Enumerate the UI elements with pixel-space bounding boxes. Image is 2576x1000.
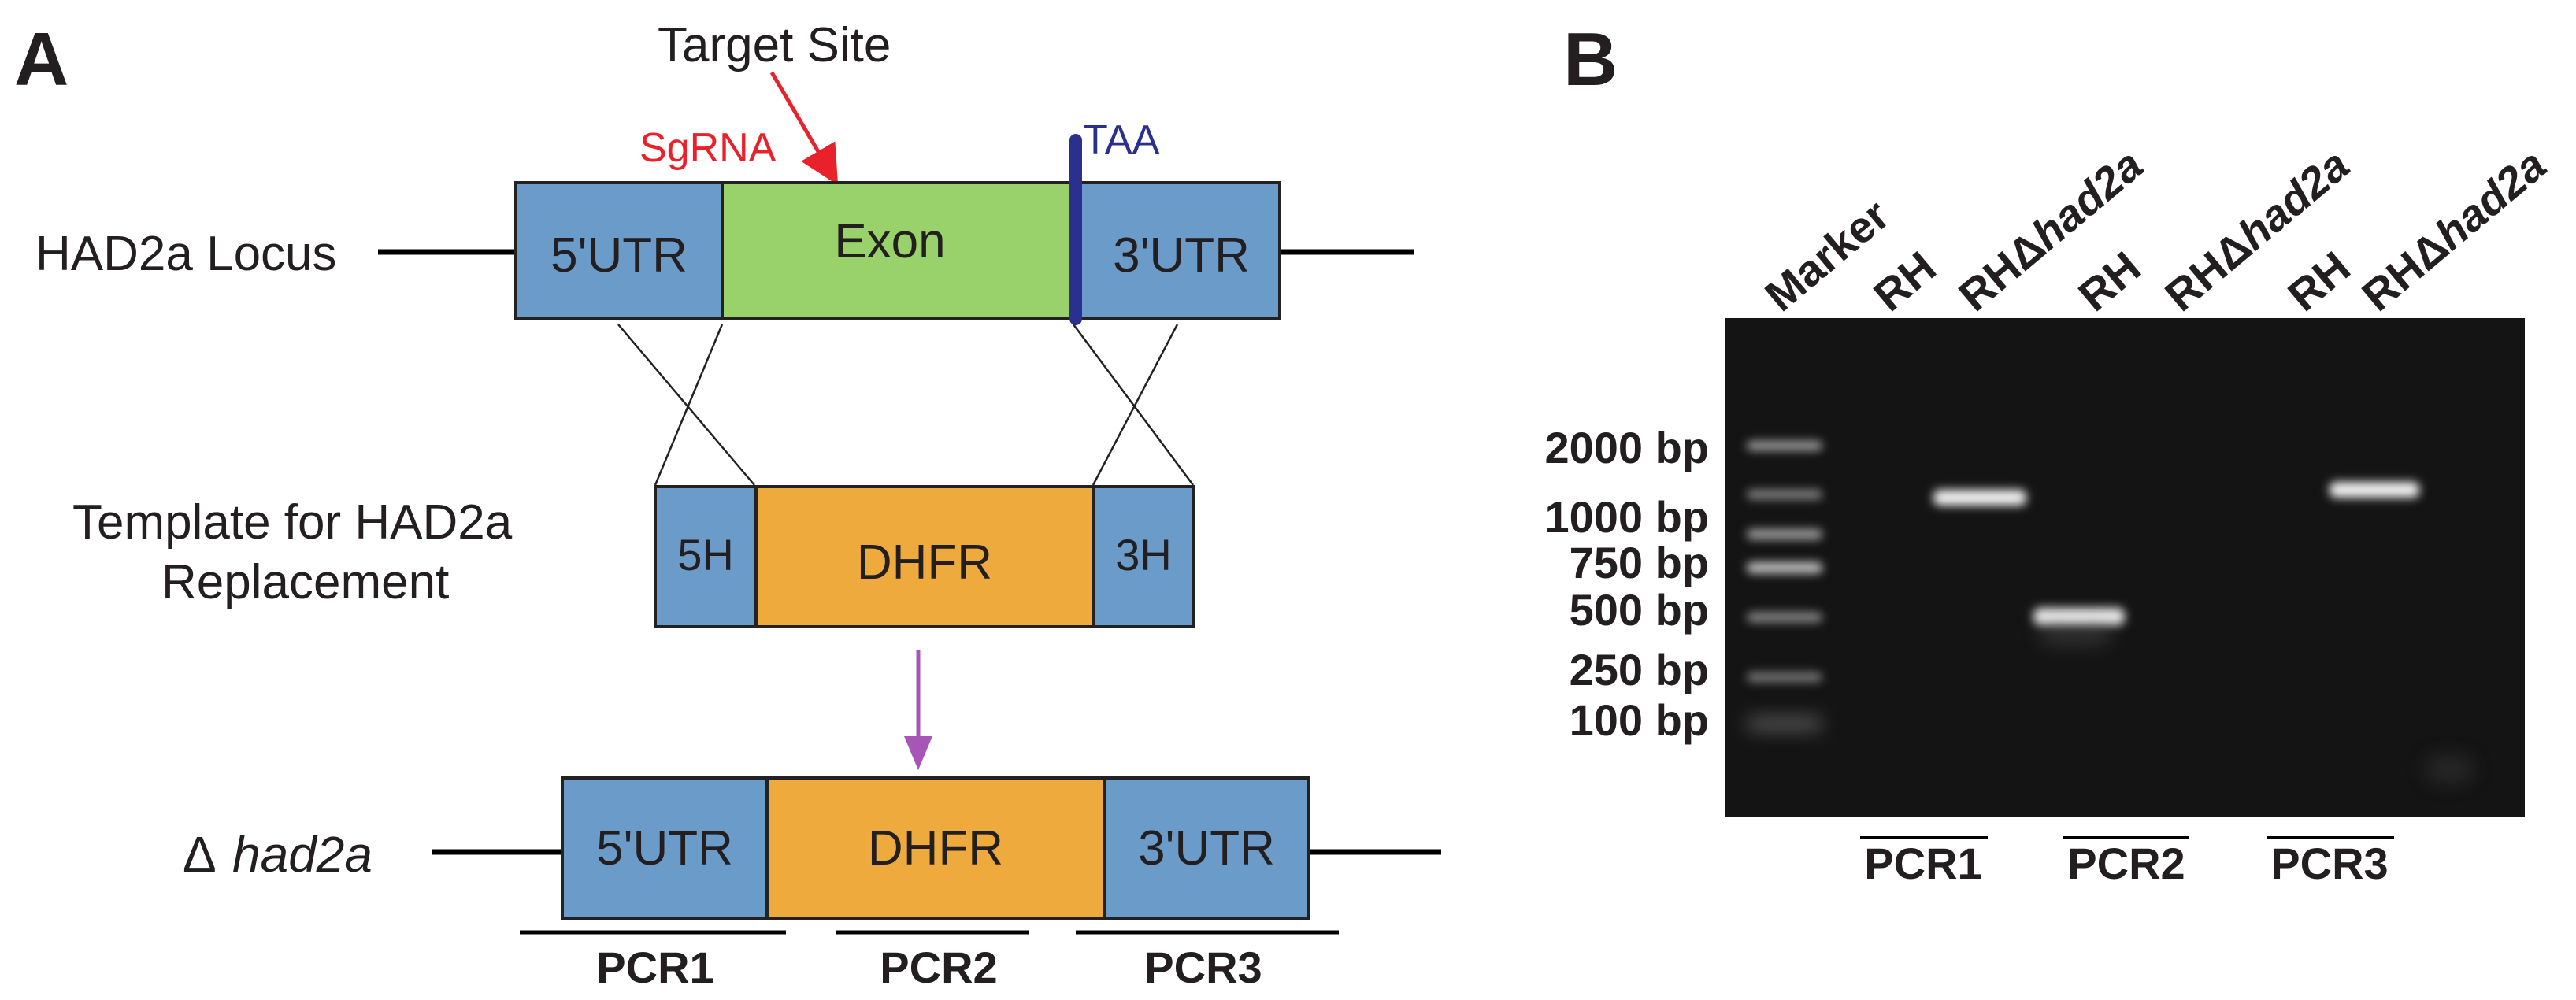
panel-a-pcr2-label: PCR2 bbox=[880, 943, 997, 992]
ladder-labels: 2000 bp 1000 bp 750 bp 500 bp 250 bp 100… bbox=[1544, 423, 1709, 745]
target-site-label: Target Site bbox=[658, 18, 891, 72]
template-dhfr-box bbox=[754, 485, 1095, 628]
band-pcr1-rh bbox=[1933, 490, 2026, 506]
deletion-utr3-text: 3'UTR bbox=[1138, 821, 1275, 876]
ladder-band-100 bbox=[1747, 718, 1822, 729]
template-label-line1: Template for HAD2a bbox=[72, 495, 513, 550]
template-label-line2: Replacement bbox=[161, 555, 449, 609]
recombination-crossover-lines bbox=[617, 324, 1195, 486]
lane-labels: Marker RH RHΔhad2a RH RHΔhad2a RH RHΔhad… bbox=[1755, 139, 2555, 320]
locus-utr5-box bbox=[514, 181, 724, 320]
target-site-arrow bbox=[769, 71, 839, 186]
ladder-label-2000: 2000 bp bbox=[1544, 423, 1709, 472]
ladder-label-1000: 1000 bp bbox=[1544, 492, 1709, 542]
lane-label-marker: Marker bbox=[1755, 190, 1898, 320]
deletion-gene-name: had2a bbox=[232, 826, 373, 883]
faint-smear-lane7 bbox=[2426, 756, 2473, 783]
locus-utr5-text: 5'UTR bbox=[550, 228, 688, 283]
panel-b-pcr2-label: PCR2 bbox=[2067, 839, 2185, 888]
band-pcr3-rh bbox=[2330, 482, 2419, 498]
deletion-dhfr-text: DHFR bbox=[868, 821, 1003, 876]
ladder-band-250 bbox=[1747, 672, 1822, 682]
lane-label-rh-3: RH bbox=[2278, 242, 2359, 320]
lane-label-rh-1: RH bbox=[1864, 242, 1944, 320]
lane-label-rh-delta-3: RHΔhad2a bbox=[2352, 139, 2555, 320]
taa-label: TAA bbox=[1083, 117, 1160, 163]
band-pcr2-rh bbox=[2033, 608, 2125, 625]
ladder-label-100: 100 bp bbox=[1570, 695, 1709, 745]
ladder-band-500 bbox=[1747, 613, 1822, 622]
gel-image bbox=[1725, 318, 2525, 817]
panel-a-pcr3-label: PCR3 bbox=[1144, 943, 1262, 992]
ladder-band-2000 bbox=[1747, 441, 1822, 450]
ladder-band-750 bbox=[1747, 562, 1822, 573]
ladder-band-1500 bbox=[1747, 490, 1822, 499]
ladder-label-750: 750 bp bbox=[1570, 538, 1709, 587]
ladder-label-250: 250 bp bbox=[1570, 645, 1709, 694]
template-dhfr-text: DHFR bbox=[857, 535, 992, 590]
template-3h-text: 3H bbox=[1115, 530, 1172, 580]
band-pcr2-rh-smear bbox=[2040, 627, 2111, 643]
delta-symbol: Δ bbox=[183, 826, 215, 883]
template-5h-box bbox=[654, 485, 758, 628]
locus-utr3-text: 3'UTR bbox=[1113, 228, 1250, 283]
panel-b-pcr3-label: PCR3 bbox=[2270, 839, 2388, 888]
replacement-arrow-head bbox=[904, 736, 932, 770]
panel-b-letter: B bbox=[1563, 17, 1618, 102]
panel-a-pcr1-label: PCR1 bbox=[596, 943, 713, 992]
locus-label: HAD2a Locus bbox=[35, 227, 337, 281]
ladder-band-1000 bbox=[1747, 529, 1822, 539]
ladder-label-500: 500 bp bbox=[1570, 585, 1709, 635]
locus-exon-box bbox=[721, 181, 1075, 320]
deletion-label: Δ had2a bbox=[183, 826, 373, 883]
sgrna-label: SgRNA bbox=[639, 125, 777, 171]
template-5h-text: 5H bbox=[677, 530, 734, 580]
panel-a-letter: A bbox=[14, 17, 69, 102]
deletion-utr5-text: 5'UTR bbox=[596, 821, 733, 876]
marker-ladder bbox=[1747, 441, 1822, 729]
locus-exon-text: Exon bbox=[834, 214, 945, 269]
panel-b-pcr1-label: PCR1 bbox=[1864, 839, 1981, 888]
deletion-dhfr-box bbox=[765, 776, 1106, 920]
template-3h-box bbox=[1092, 485, 1195, 628]
lane-label-rh-2: RH bbox=[2069, 242, 2149, 320]
deletion-utr3-box bbox=[1103, 776, 1310, 920]
deletion-utr5-box bbox=[561, 776, 769, 920]
